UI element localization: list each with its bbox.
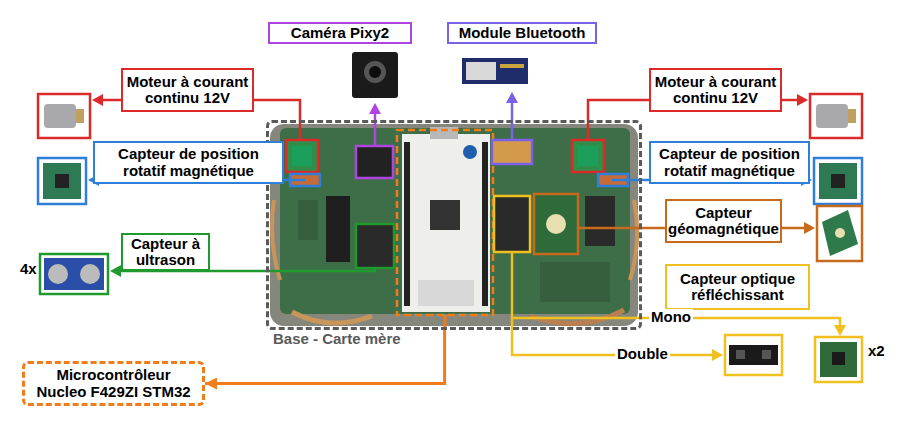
optical-emitter <box>736 350 745 359</box>
camera-lens <box>369 66 381 78</box>
annotation-label: 4x <box>18 261 39 278</box>
optical-socket <box>494 196 530 252</box>
arrow-head <box>506 92 518 103</box>
box-label: Capteur géomagnétique <box>668 205 780 238</box>
arrow-head <box>110 265 121 277</box>
st-logo <box>463 145 477 159</box>
box-label: Capteur à ultrason <box>126 236 206 269</box>
bluetooth-socket <box>492 140 532 164</box>
bluetooth-chip <box>466 62 496 80</box>
motor-socket <box>286 140 318 172</box>
optical-frame <box>725 335 782 375</box>
encoder-chip <box>55 174 69 188</box>
motor-frame <box>38 94 90 138</box>
arrow-head <box>804 222 815 234</box>
label-box: Capteur optique réfléchissant <box>665 264 810 310</box>
motor-end <box>76 109 84 123</box>
optical-frame <box>815 337 862 382</box>
encoder-frame <box>814 158 862 204</box>
pcb-component <box>540 262 610 302</box>
arrow-head <box>834 325 846 336</box>
annotation-label: Double <box>615 346 670 363</box>
label-box: Capteur à ultrason <box>121 233 210 271</box>
motor-socket <box>572 140 604 172</box>
board-heading: Base - Carte mère <box>273 331 401 348</box>
ultrasonic-socket <box>356 224 394 268</box>
box-label: Capteur de position rotatif magnétique <box>104 146 274 179</box>
box-label: Caméra Pixy2 <box>270 25 410 42</box>
camera-socket <box>356 146 393 178</box>
pcb-component <box>585 196 615 246</box>
nucleo-board <box>402 134 490 312</box>
arrow-head <box>712 349 723 361</box>
encoder-frame <box>38 158 86 204</box>
robot-chassis <box>270 124 638 326</box>
cable <box>292 312 372 323</box>
label-box: Capteur géomagnétique <box>665 199 782 243</box>
box-label: Moteur à courant continu 12V <box>652 74 780 107</box>
leader-line <box>374 113 377 146</box>
motor-picture <box>816 104 848 128</box>
label-box: Moteur à courant continu 12V <box>649 68 782 112</box>
board-part <box>418 280 474 306</box>
pin-header <box>404 142 410 306</box>
bluetooth-picture <box>462 58 528 84</box>
optical-picture <box>729 345 778 365</box>
pcb-component <box>326 196 350 262</box>
motor-picture <box>44 104 76 128</box>
optical-emitter <box>762 350 771 359</box>
arrow-head <box>797 94 808 106</box>
cable <box>272 200 280 280</box>
annotation-label: x2 <box>866 343 887 360</box>
cable <box>630 200 637 280</box>
encoder-picture <box>43 163 81 199</box>
terminal-block <box>292 146 312 166</box>
geomagnetic-frame <box>817 206 862 261</box>
bluetooth-pins <box>500 64 524 68</box>
pin-header <box>482 142 488 306</box>
nucleo-highlight <box>397 130 493 315</box>
arrow-head <box>369 103 381 114</box>
box-label: Module Bluetooth <box>449 25 595 42</box>
sensor-chip <box>835 228 845 238</box>
encoder-picture <box>819 163 857 199</box>
box-label: Capteur optique réfléchissant <box>670 271 805 304</box>
board-frame: Base - Carte mère <box>266 120 642 330</box>
label-box: Module Bluetooth <box>447 22 597 44</box>
sensor-chip <box>546 214 566 234</box>
terminal-block <box>578 146 598 166</box>
encoder-chip <box>831 174 845 188</box>
label-box: Caméra Pixy2 <box>268 22 412 44</box>
main-pcb <box>280 128 630 314</box>
box-label: Capteur de position rotatif magnétique <box>652 146 807 179</box>
label-box: Capteur de position rotatif magnétique <box>649 141 810 184</box>
camera-picture <box>352 52 398 98</box>
motor-end <box>848 109 856 123</box>
label-box: Capteur de position rotatif magnétique <box>93 141 284 184</box>
annotation-label: Mono <box>649 309 693 326</box>
box-label: Microcontrôleur Nucleo F429ZI STM32 <box>34 367 194 400</box>
geomagnetic-socket <box>534 194 578 254</box>
controller-box: Microcontrôleur Nucleo F429ZI STM32 <box>22 361 205 406</box>
geomagnetic-picture <box>822 210 858 256</box>
ultrasonic-frame <box>40 254 108 294</box>
connector-arrow <box>205 330 445 384</box>
pcb-component <box>298 200 318 240</box>
box-label: Moteur à courant continu 12V <box>124 74 252 107</box>
optical-picture <box>820 342 857 377</box>
ultrasonic-transducer <box>48 264 68 284</box>
camera-lens <box>364 61 386 83</box>
ultrasonic-transducer <box>80 264 100 284</box>
label-box: Moteur à courant continu 12V <box>121 68 254 112</box>
motor-frame <box>810 94 862 138</box>
optical-emitter <box>832 352 845 365</box>
ultrasonic-picture <box>44 258 104 290</box>
mcu-chip <box>430 200 460 230</box>
arrow-head <box>92 94 103 106</box>
